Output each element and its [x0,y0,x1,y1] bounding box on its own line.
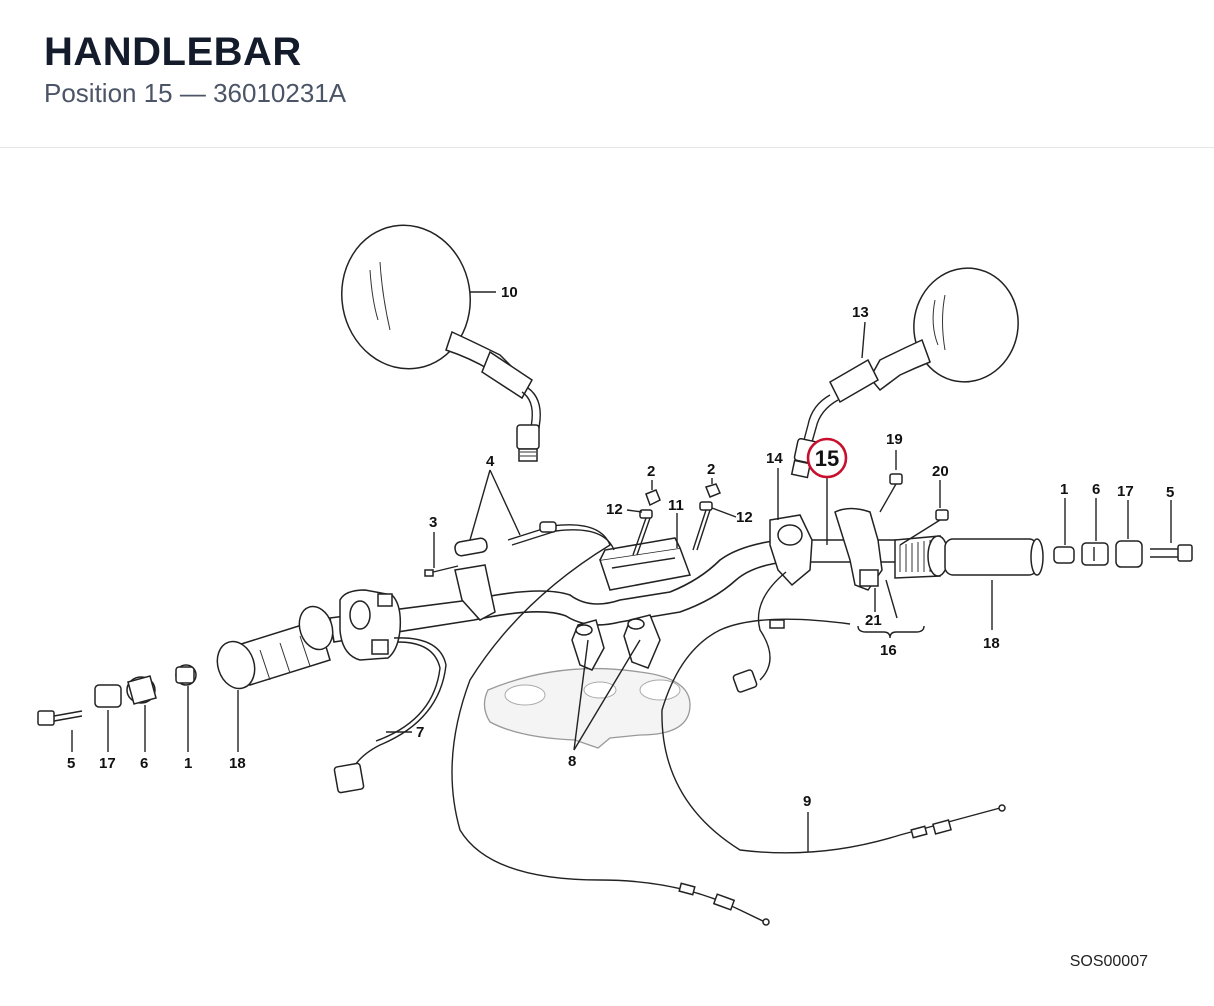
right-grip [894,535,1044,579]
callout-1-left: 1 [184,755,192,772]
callout-6-left: 6 [140,755,148,772]
callout-10: 10 [501,284,518,301]
left-grip [216,605,334,690]
callout-15: 15 [815,446,839,471]
callout-labels: 15 10 13 14 19 20 4 3 2 2 12 11 12 8 7 9… [67,284,1174,810]
callout-16: 16 [880,642,897,659]
callout-3: 3 [429,514,437,531]
callout-19: 19 [886,431,903,448]
callout-21: 21 [865,612,882,629]
callout-6-right: 6 [1092,481,1100,498]
callout-9: 9 [803,793,811,810]
right-bar-end [1053,540,1193,568]
riser-clamps [571,614,661,671]
callout-17-left: 17 [99,755,116,772]
callout-1-right: 1 [1060,481,1068,498]
callout-14: 14 [766,450,783,467]
right-controls [769,507,883,591]
left-bar-end [37,664,197,726]
highlight-circle [806,437,848,479]
callout-12-a: 12 [606,501,623,518]
callout-20: 20 [932,463,949,480]
callout-18-right: 18 [983,635,1000,652]
callout-4: 4 [486,453,495,470]
clamp-bolts [632,501,713,556]
callout-18-left: 18 [229,755,246,772]
header: HANDLEBAR Position 15 — 36010231A [0,0,1214,148]
cables [333,521,1006,926]
caps [645,483,722,507]
callout-2-b: 2 [707,461,715,478]
bar-clamp-top [599,537,692,591]
exploded-diagram: 15 10 13 14 19 20 4 3 2 2 12 11 12 8 7 9… [0,148,1214,1001]
callout-7: 7 [416,724,424,741]
callout-11: 11 [668,497,684,514]
page-title: HANDLEBAR [44,30,302,74]
callout-5-right: 5 [1166,484,1174,501]
leader-lines [71,291,1172,852]
callout-12-b: 12 [736,509,753,526]
callout-17-right: 17 [1117,483,1134,500]
triple-clamp [483,667,691,749]
callout-2-a: 2 [647,463,655,480]
left-switch-housing [339,589,402,661]
callout-13: 13 [852,304,869,321]
left-mirror [340,224,541,462]
handlebar-diagram-svg: 15 10 13 14 19 20 4 3 2 2 12 11 12 8 7 9… [37,224,1193,926]
callout-8: 8 [568,753,576,770]
callout-5-left: 5 [67,755,75,772]
screws [879,473,949,546]
reference-code: SOS00007 [1069,953,1148,970]
right-mirror [790,267,1019,479]
left-clutch-bracket [424,537,496,621]
page-subtitle: Position 15 — 36010231A [44,78,347,108]
